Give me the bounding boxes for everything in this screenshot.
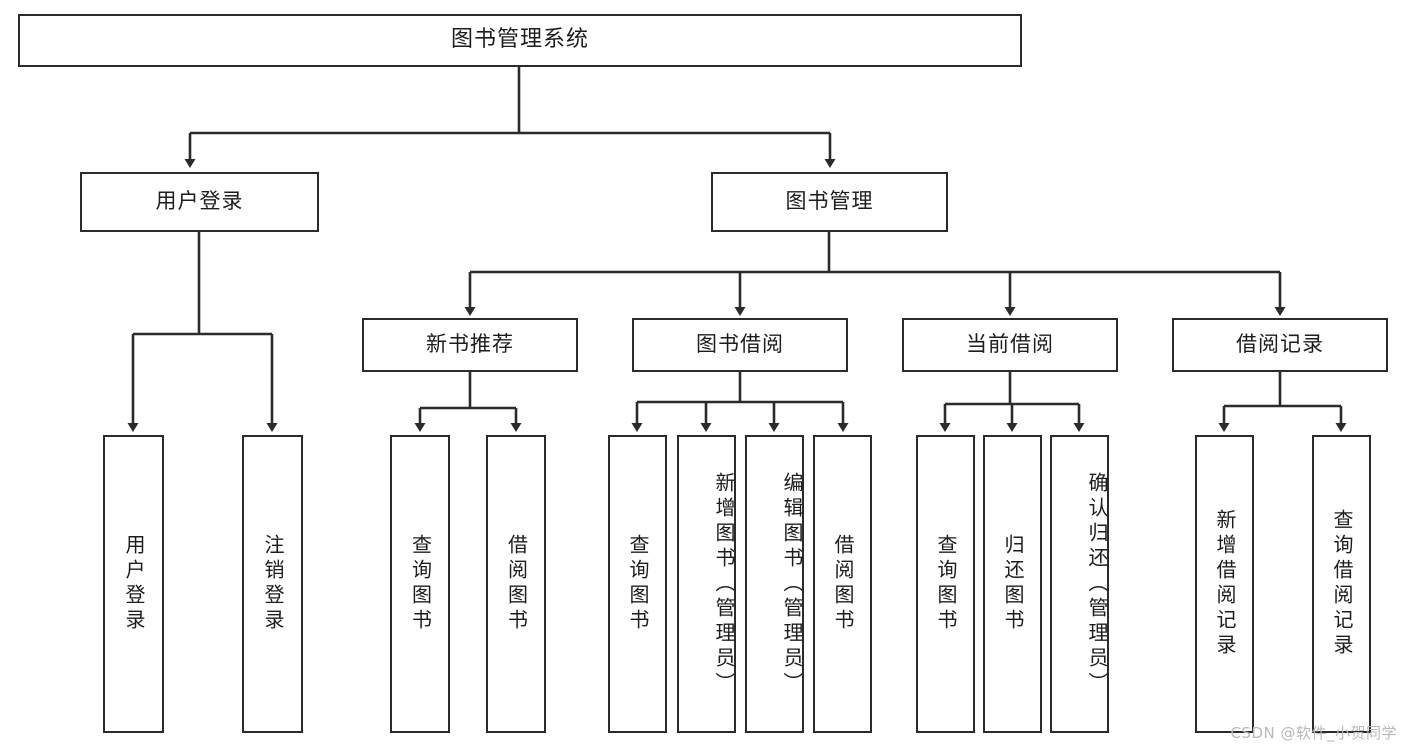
leaf-query-borrow-record[interactable]: 查询借阅记录 (1312, 435, 1371, 733)
node-label: 确认归还（管理员） (1085, 471, 1109, 697)
node-label: 图书管理系统 (450, 27, 589, 53)
node-label: 注销登录 (261, 534, 285, 634)
leaf-confirm-return-admin[interactable]: 确认归还（管理员） (1050, 435, 1109, 733)
node-label: 用户登录 (122, 534, 146, 634)
node-label: 归还图书 (1001, 534, 1025, 634)
node-label: 借阅图书 (831, 534, 855, 634)
leaf-query-book-recommend[interactable]: 查询图书 (390, 435, 450, 733)
leaf-edit-book-admin[interactable]: 编辑图书（管理员） (745, 435, 804, 733)
node-label: 图书管理 (785, 189, 874, 214)
node-label: 查询图书 (408, 534, 433, 634)
node-label: 新书推荐 (426, 332, 514, 357)
leaf-add-book-admin[interactable]: 新增图书（管理员） (677, 435, 736, 733)
node-label: 当前借阅 (966, 332, 1054, 357)
leaf-add-borrow-record[interactable]: 新增借阅记录 (1195, 435, 1254, 733)
node-label: 借阅记录 (1236, 332, 1324, 357)
leaf-borrow-book[interactable]: 借阅图书 (813, 435, 872, 733)
node-user-login[interactable]: 用户登录 (80, 172, 319, 232)
leaf-query-book-current[interactable]: 查询图书 (916, 435, 975, 733)
node-current-borrow[interactable]: 当前借阅 (902, 318, 1118, 372)
leaf-logout[interactable]: 注销登录 (242, 435, 303, 733)
leaf-query-book-borrow[interactable]: 查询图书 (608, 435, 667, 733)
node-label: 图书借阅 (696, 332, 784, 357)
node-root-book-management-system[interactable]: 图书管理系统 (18, 14, 1022, 67)
node-label: 用户登录 (155, 189, 244, 214)
node-borrow-record[interactable]: 借阅记录 (1172, 318, 1388, 372)
leaf-borrow-book-recommend[interactable]: 借阅图书 (486, 435, 546, 733)
node-label: 查询借阅记录 (1330, 509, 1354, 659)
node-label: 查询图书 (626, 534, 650, 634)
node-label: 查询图书 (934, 534, 958, 634)
node-label: 编辑图书（管理员） (780, 471, 804, 697)
node-label: 新增图书（管理员） (712, 471, 736, 697)
leaf-user-login[interactable]: 用户登录 (103, 435, 164, 733)
node-book-borrow[interactable]: 图书借阅 (632, 318, 848, 372)
node-label: 借阅图书 (504, 534, 529, 634)
csdn-watermark: CSDN @软件_小贺同学 (1230, 724, 1397, 742)
node-label: 新增借阅记录 (1213, 509, 1237, 659)
node-book-management[interactable]: 图书管理 (711, 172, 948, 232)
node-new-book-recommend[interactable]: 新书推荐 (362, 318, 578, 372)
leaf-return-book[interactable]: 归还图书 (983, 435, 1042, 733)
